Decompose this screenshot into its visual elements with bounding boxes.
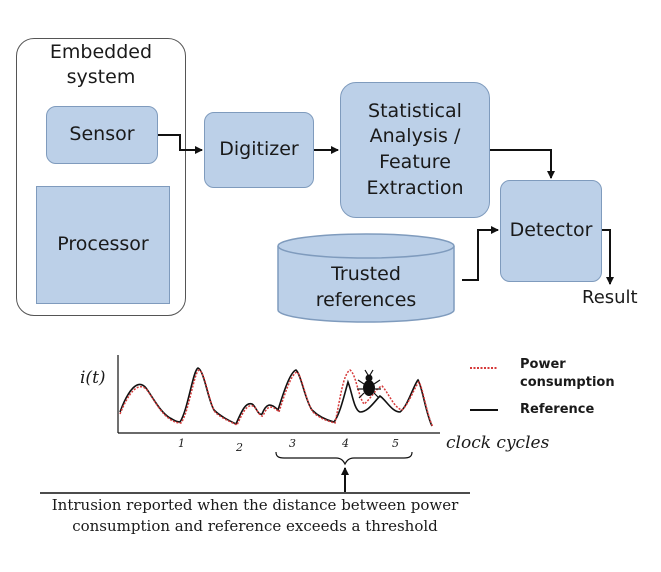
sensor-box: Sensor (46, 106, 158, 164)
digitizer-label: Digitizer (219, 138, 299, 161)
analysis-label: Statistical Analysis / Feature Extractio… (366, 99, 464, 199)
processor-label: Processor (57, 233, 149, 256)
caption-line-2: consumption and reference exceeds a thre… (72, 517, 438, 535)
detector-label: Detector (509, 219, 593, 242)
trusted-references-cylinder (277, 233, 455, 323)
result-label: Result (582, 287, 638, 308)
sensor-label: Sensor (69, 123, 135, 146)
tick-3: 3 (289, 437, 296, 450)
waveform-figure (40, 355, 498, 494)
reference-waveform (119, 367, 433, 427)
legend-power-label: Power consumption (520, 357, 615, 390)
tick-5: 5 (392, 437, 399, 450)
tick-4: 4 (342, 437, 349, 450)
tick-1: 1 (178, 437, 185, 450)
trusted-references-label: Trusted references (315, 263, 417, 311)
detector-box: Detector (500, 180, 602, 282)
x-axis-label: clock cycles (446, 433, 550, 453)
bug-icon (357, 369, 381, 399)
analysis-box: Statistical Analysis / Feature Extractio… (340, 82, 490, 218)
digitizer-box: Digitizer (204, 112, 314, 188)
threshold-brace (275, 451, 413, 466)
processor-box: Processor (36, 186, 170, 304)
arrow-detector-result (602, 229, 614, 285)
arrow-analysis-detector (490, 149, 555, 179)
legend-reference-label: Reference (520, 402, 595, 417)
power-waveform (119, 369, 434, 428)
y-axis-label: i(t) (80, 368, 106, 388)
caption-line-1: Intrusion reported when the distance bet… (51, 496, 459, 514)
tick-2: 2 (236, 441, 243, 454)
embedded-system-title: Embedded system (49, 41, 153, 88)
arrow-trusted-detector (462, 226, 499, 281)
